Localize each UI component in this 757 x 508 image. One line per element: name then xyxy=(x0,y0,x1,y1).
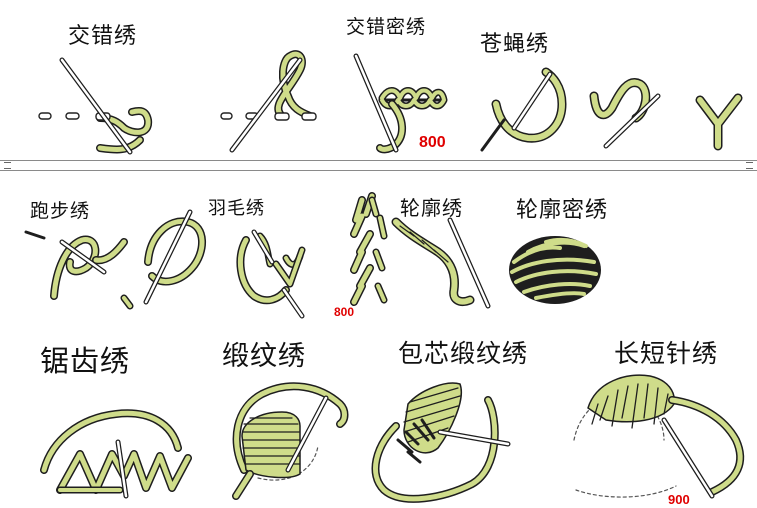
fly-stitch-drawing xyxy=(480,67,743,152)
dense-outline-stitch-drawing xyxy=(509,236,601,304)
feather-stitch-drawing xyxy=(236,229,306,319)
label-feather-stitch: 羽毛绣 xyxy=(208,198,265,219)
label-outline-stitch: 轮廓绣 xyxy=(400,196,463,220)
watermark-3: 900 xyxy=(668,492,690,507)
label-long-short-stitch: 长短针绣 xyxy=(614,339,719,368)
label-sawtooth-stitch: 锯齿绣 xyxy=(40,344,131,378)
cross-stitch-drawing xyxy=(38,57,153,155)
cross-stitch-drawing-2 xyxy=(220,50,317,153)
separator-band-top xyxy=(0,160,757,171)
label-fly-stitch: 苍蝇绣 xyxy=(480,32,550,57)
label-padded-satin-stitch: 包芯缎纹绣 xyxy=(398,339,529,368)
running-stitch-drawing xyxy=(24,209,207,310)
padded-satin-stitch-drawing xyxy=(371,382,511,503)
band-marker-left xyxy=(4,162,11,169)
label-cross-stitch: 交错绣 xyxy=(68,24,138,49)
label-running-stitch: 跑步绣 xyxy=(30,200,91,222)
dense-cross-stitch-drawing xyxy=(353,53,448,154)
band-marker-right xyxy=(746,162,753,169)
long-short-stitch-drawing xyxy=(573,374,745,499)
label-dense-cross-stitch: 交错密绣 xyxy=(346,16,427,38)
outline-stitch-drawing xyxy=(350,192,491,309)
watermark-2: 800 xyxy=(334,305,355,319)
watermark-1: 800 xyxy=(419,134,446,151)
label-satin-stitch: 缎纹绣 xyxy=(222,341,306,372)
satin-stitch-drawing xyxy=(232,382,349,500)
sawtooth-stitch-drawing xyxy=(40,409,192,499)
label-dense-outline-stitch: 轮廓密绣 xyxy=(516,198,609,223)
